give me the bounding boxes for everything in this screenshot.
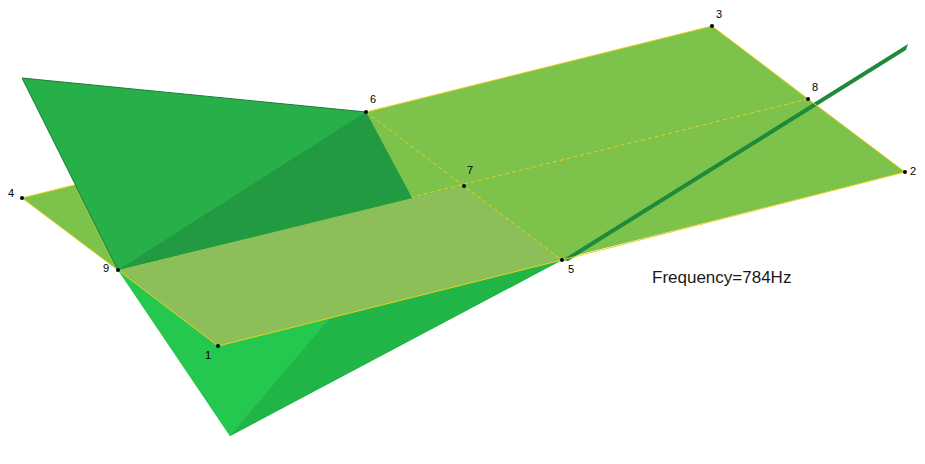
point-number: 7 xyxy=(467,164,473,177)
point-marker xyxy=(806,97,810,101)
point-number: 4 xyxy=(8,187,14,200)
deformed-edge xyxy=(562,44,908,261)
point-number: 5 xyxy=(568,263,574,276)
undeformed-plate xyxy=(22,26,905,346)
point-marker xyxy=(116,268,120,272)
point-marker xyxy=(462,184,466,188)
point-marker xyxy=(903,170,907,174)
point-marker xyxy=(364,110,368,114)
flap-edge xyxy=(22,78,118,270)
point-number: 2 xyxy=(910,165,916,178)
point-marker xyxy=(560,258,564,262)
frequency-label: Frequency=784Hz xyxy=(650,268,793,288)
point-number: 1 xyxy=(205,349,211,362)
point-marker xyxy=(216,344,220,348)
point-number: 3 xyxy=(716,8,722,21)
point-number: 8 xyxy=(812,81,818,94)
deformed-flap-face xyxy=(118,112,412,270)
deformed-flap xyxy=(22,78,412,270)
plate-outline xyxy=(22,26,905,346)
point-marker xyxy=(710,24,714,28)
point-number: 6 xyxy=(370,93,376,106)
point-number: 9 xyxy=(103,262,109,275)
point-markers xyxy=(20,24,907,348)
flap-edge xyxy=(22,78,366,112)
point-marker xyxy=(20,196,24,200)
